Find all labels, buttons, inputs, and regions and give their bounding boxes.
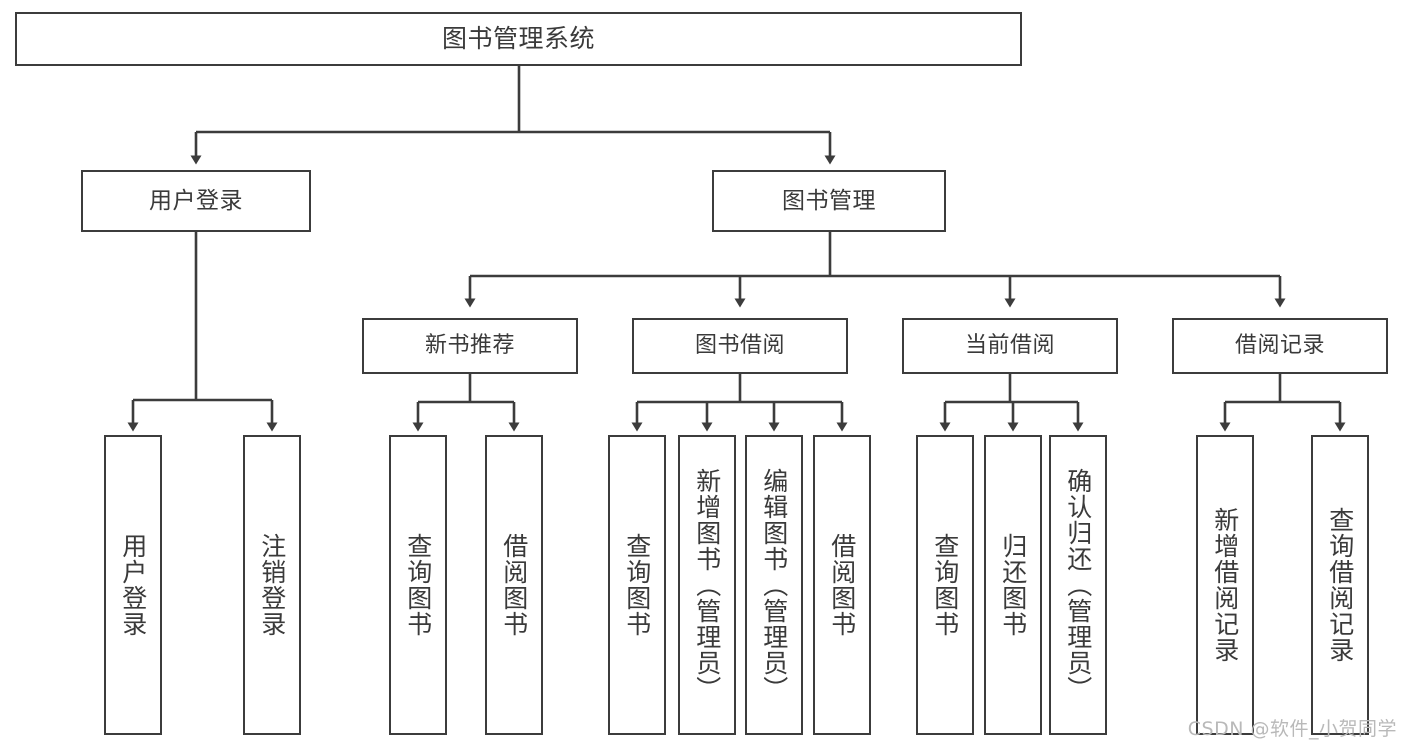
leaf-current-borrow-confirm-label: 确认归还（管理员） (1063, 468, 1093, 702)
node-current-borrow[interactable]: 当前借阅 (902, 318, 1118, 374)
csdn-watermark: CSDN @软件_小贺同学 (1187, 718, 1397, 740)
node-borrow-record-label: 借阅记录 (1234, 333, 1325, 359)
leaf-book-borrow-query-label: 查询图书 (622, 533, 652, 637)
node-user-login-label: 用户登录 (149, 187, 243, 214)
leaf-current-borrow-return[interactable]: 归还图书 (984, 435, 1042, 735)
leaf-borrow-record-query-label: 查询借阅记录 (1325, 507, 1355, 663)
leaf-new-book-query-label: 查询图书 (403, 533, 433, 637)
leaf-current-borrow-return-label: 归还图书 (998, 533, 1028, 637)
leaf-borrow-record-add[interactable]: 新增借阅记录 (1196, 435, 1254, 735)
leaf-borrow-record-query[interactable]: 查询借阅记录 (1311, 435, 1369, 735)
node-book-borrow-label: 图书借阅 (694, 333, 785, 359)
leaf-user-login-signin[interactable]: 用户登录 (104, 435, 162, 735)
leaf-user-login-signin-label: 用户登录 (118, 533, 148, 637)
node-user-login[interactable]: 用户登录 (81, 170, 311, 232)
leaf-book-borrow-query[interactable]: 查询图书 (608, 435, 666, 735)
leaf-book-borrow-add-label: 新增图书（管理员） (692, 468, 722, 702)
leaf-current-borrow-confirm[interactable]: 确认归还（管理员） (1049, 435, 1107, 735)
node-book-management[interactable]: 图书管理 (712, 170, 946, 232)
leaf-book-borrow-lend-label: 借阅图书 (827, 533, 857, 637)
leaf-borrow-record-add-label: 新增借阅记录 (1210, 507, 1240, 663)
node-book-management-label: 图书管理 (782, 187, 876, 214)
leaf-current-borrow-query-label: 查询图书 (930, 533, 960, 637)
node-current-borrow-label: 当前借阅 (964, 333, 1055, 359)
node-new-book-recommend[interactable]: 新书推荐 (362, 318, 578, 374)
leaf-book-borrow-lend[interactable]: 借阅图书 (813, 435, 871, 735)
node-book-borrow[interactable]: 图书借阅 (632, 318, 848, 374)
leaf-book-borrow-edit[interactable]: 编辑图书（管理员） (745, 435, 803, 735)
leaf-book-borrow-add[interactable]: 新增图书（管理员） (678, 435, 736, 735)
leaf-new-book-borrow-label: 借阅图书 (499, 533, 529, 637)
node-borrow-record[interactable]: 借阅记录 (1172, 318, 1388, 374)
leaf-new-book-borrow[interactable]: 借阅图书 (485, 435, 543, 735)
leaf-user-login-signout-label: 注销登录 (257, 533, 287, 637)
leaf-book-borrow-edit-label: 编辑图书（管理员） (759, 468, 789, 702)
node-root[interactable]: 图书管理系统 (15, 12, 1022, 66)
node-new-book-recommend-label: 新书推荐 (424, 333, 515, 359)
node-root-label: 图书管理系统 (441, 23, 595, 53)
leaf-new-book-query[interactable]: 查询图书 (389, 435, 447, 735)
leaf-user-login-signout[interactable]: 注销登录 (243, 435, 301, 735)
leaf-current-borrow-query[interactable]: 查询图书 (916, 435, 974, 735)
